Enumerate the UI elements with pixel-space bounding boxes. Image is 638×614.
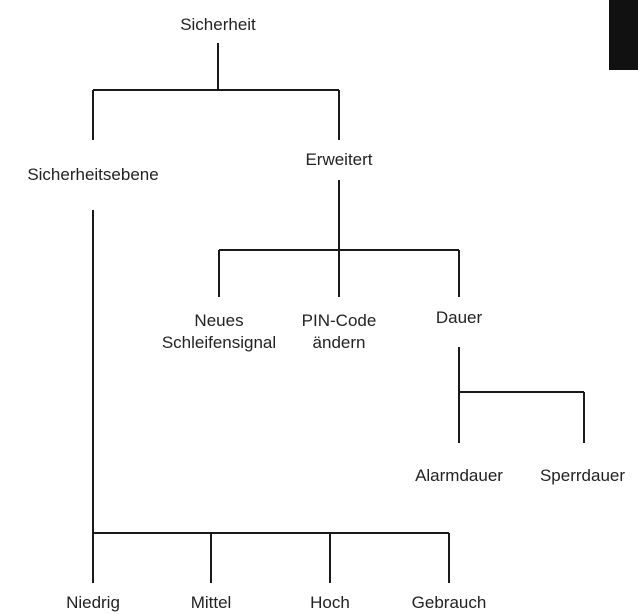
node-dauer: Dauer <box>435 308 483 327</box>
node-pin-code-aendern: PIN-Code ändern <box>279 310 399 354</box>
node-pin-code-line-2: ändern <box>312 333 366 352</box>
node-sicherheitsebene: Sicherheitsebene <box>27 165 159 184</box>
node-hoch: Hoch <box>310 593 350 612</box>
node-sperrdauer: Sperrdauer <box>539 466 626 485</box>
node-gebrauch: Gebrauch <box>411 593 487 612</box>
node-neues-schleifensignal: Neues Schleifensignal <box>139 310 299 354</box>
node-sicherheit: Sicherheit <box>180 15 256 34</box>
edge-graphic-fragment <box>609 0 638 70</box>
node-neues-schleifensignal-line-2: Schleifensignal <box>161 333 277 352</box>
node-erweitert: Erweitert <box>305 150 373 169</box>
node-niedrig: Niedrig <box>66 593 120 612</box>
node-alarmdauer: Alarmdauer <box>415 466 503 485</box>
node-neues-schleifensignal-line-1: Neues <box>194 311 244 330</box>
node-pin-code-line-1: PIN-Code <box>301 311 377 330</box>
node-mittel: Mittel <box>190 593 232 612</box>
